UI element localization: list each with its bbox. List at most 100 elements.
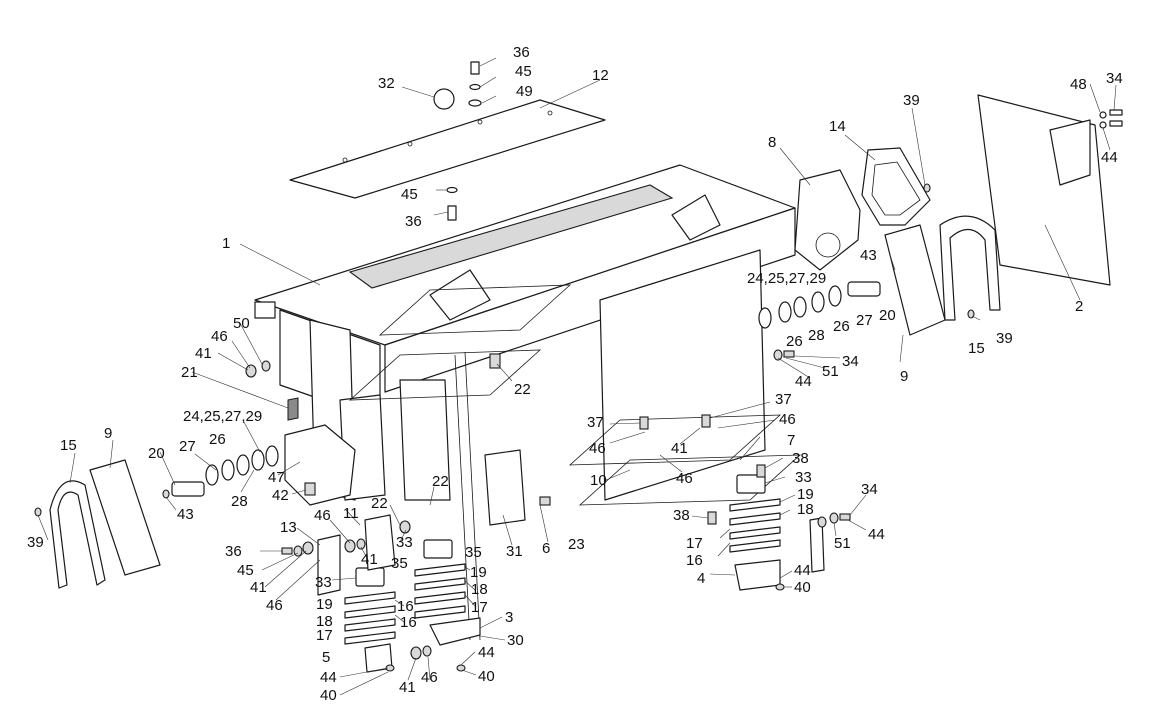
callout-label: 7 (787, 432, 795, 449)
callout-label: 40 (794, 579, 811, 596)
callout-label: 17 (686, 535, 703, 552)
callout-label: 35 (391, 555, 408, 572)
callout-label: 21 (181, 364, 198, 381)
callout-label: 26 (209, 431, 226, 448)
callout-label: 32 (378, 75, 395, 92)
callout-label: 18 (471, 581, 488, 598)
callout-label: 36 (225, 543, 242, 560)
callout-label: 24,25,27,29 (747, 270, 826, 287)
callout-label: 45 (515, 63, 532, 80)
left-shaft-assembly (171, 445, 279, 497)
callout-label: 30 (507, 632, 524, 649)
callout-label: 33 (315, 574, 332, 591)
leader-lines (37, 57, 1117, 696)
bearing-housing (284, 424, 356, 506)
callout-label: 22 (514, 381, 531, 398)
callout-label: 44 (478, 644, 495, 661)
callout-label: 22 (371, 495, 388, 512)
callout-label: 39 (903, 92, 920, 109)
callout-label: 27 (856, 312, 873, 329)
callout-label: 19 (470, 564, 487, 581)
callout-label: 46 (211, 328, 228, 345)
center-bracket (364, 514, 396, 571)
callout-label: 35 (465, 544, 482, 561)
callout-label: 41 (361, 551, 378, 568)
callout-label: 26 (833, 318, 850, 335)
callout-label: 44 (1101, 149, 1118, 166)
callout-label: 12 (592, 67, 609, 84)
callout-label: 36 (513, 44, 530, 61)
callout-label: 44 (795, 373, 812, 390)
cover-bolt-stack (446, 186, 458, 221)
gasket (861, 147, 931, 226)
callout-label: 3 (505, 609, 513, 626)
callout-label: 36 (405, 213, 422, 230)
left-side-plate (89, 459, 161, 576)
callout-label: 19 (316, 596, 333, 613)
callout-label: 38 (792, 450, 809, 467)
callout-label: 26 (786, 333, 803, 350)
right-mount-stack (729, 474, 781, 591)
callout-label: 43 (860, 247, 877, 264)
right-u-guard (939, 215, 1001, 321)
callout-label: 46 (676, 470, 693, 487)
callout-label: 44 (868, 526, 885, 543)
callout-label: 41 (250, 579, 267, 596)
callout-label: 39 (996, 330, 1013, 347)
callout-label: 9 (900, 368, 908, 385)
callout-label: 40 (320, 687, 337, 704)
callout-label: 38 (673, 507, 690, 524)
callout-label: 20 (879, 307, 896, 324)
callout-label: 37 (775, 391, 792, 408)
callout-label: 14 (829, 118, 846, 135)
callout-label: 13 (280, 519, 297, 536)
callout-label: 34 (1106, 70, 1123, 87)
callout-label: 23 (568, 536, 585, 553)
callout-label: 15 (60, 437, 77, 454)
lower-bracket (484, 449, 526, 526)
left-mount-stack (344, 567, 396, 673)
callout-label: 51 (822, 363, 839, 380)
callout-label: 40 (478, 668, 495, 685)
callout-label: 17 (471, 599, 488, 616)
right-side-plate (884, 224, 946, 336)
side-cover-panel (977, 94, 1111, 286)
callout-label: 41 (399, 679, 416, 696)
callout-label: 18 (316, 613, 333, 630)
callout-label: 5 (322, 649, 330, 666)
callout-label: 45 (237, 562, 254, 579)
callout-label: 9 (104, 425, 112, 442)
knob (433, 88, 455, 110)
callout-label: 44 (794, 562, 811, 579)
callout-label: 34 (842, 353, 859, 370)
callout-label: 18 (797, 501, 814, 518)
top-cover-plate (289, 99, 606, 199)
callout-labels: 36 45 49 12 32 1 45 36 8 14 39 48 34 44 … (27, 44, 1123, 704)
left-u-guard (49, 480, 106, 589)
right-bracket-4 (809, 517, 825, 573)
callout-label: 17 (316, 627, 333, 644)
callout-label: 28 (231, 493, 248, 510)
side-cover-bolts (1099, 109, 1123, 129)
callout-label: 41 (671, 440, 688, 457)
top-bolt-stack (468, 61, 482, 107)
callout-label: 49 (516, 83, 533, 100)
callout-label: 39 (27, 534, 44, 551)
callout-label: 37 (587, 414, 604, 431)
guard-panel (348, 284, 802, 506)
callout-label: 16 (397, 598, 414, 615)
callout-label: 16 (686, 552, 703, 569)
callout-label: 51 (834, 535, 851, 552)
callout-label: 45 (401, 186, 418, 203)
callout-label: 43 (177, 506, 194, 523)
callout-label: 11 (343, 505, 359, 522)
callout-label: 16 (400, 614, 417, 631)
callout-label: 46 (421, 669, 438, 686)
callout-label: 44 (320, 669, 337, 686)
callout-label: 46 (779, 411, 796, 428)
callout-label: 33 (795, 469, 812, 486)
callout-label: 27 (179, 438, 196, 455)
callout-label: 34 (861, 481, 878, 498)
callout-label: 10 (590, 472, 607, 489)
